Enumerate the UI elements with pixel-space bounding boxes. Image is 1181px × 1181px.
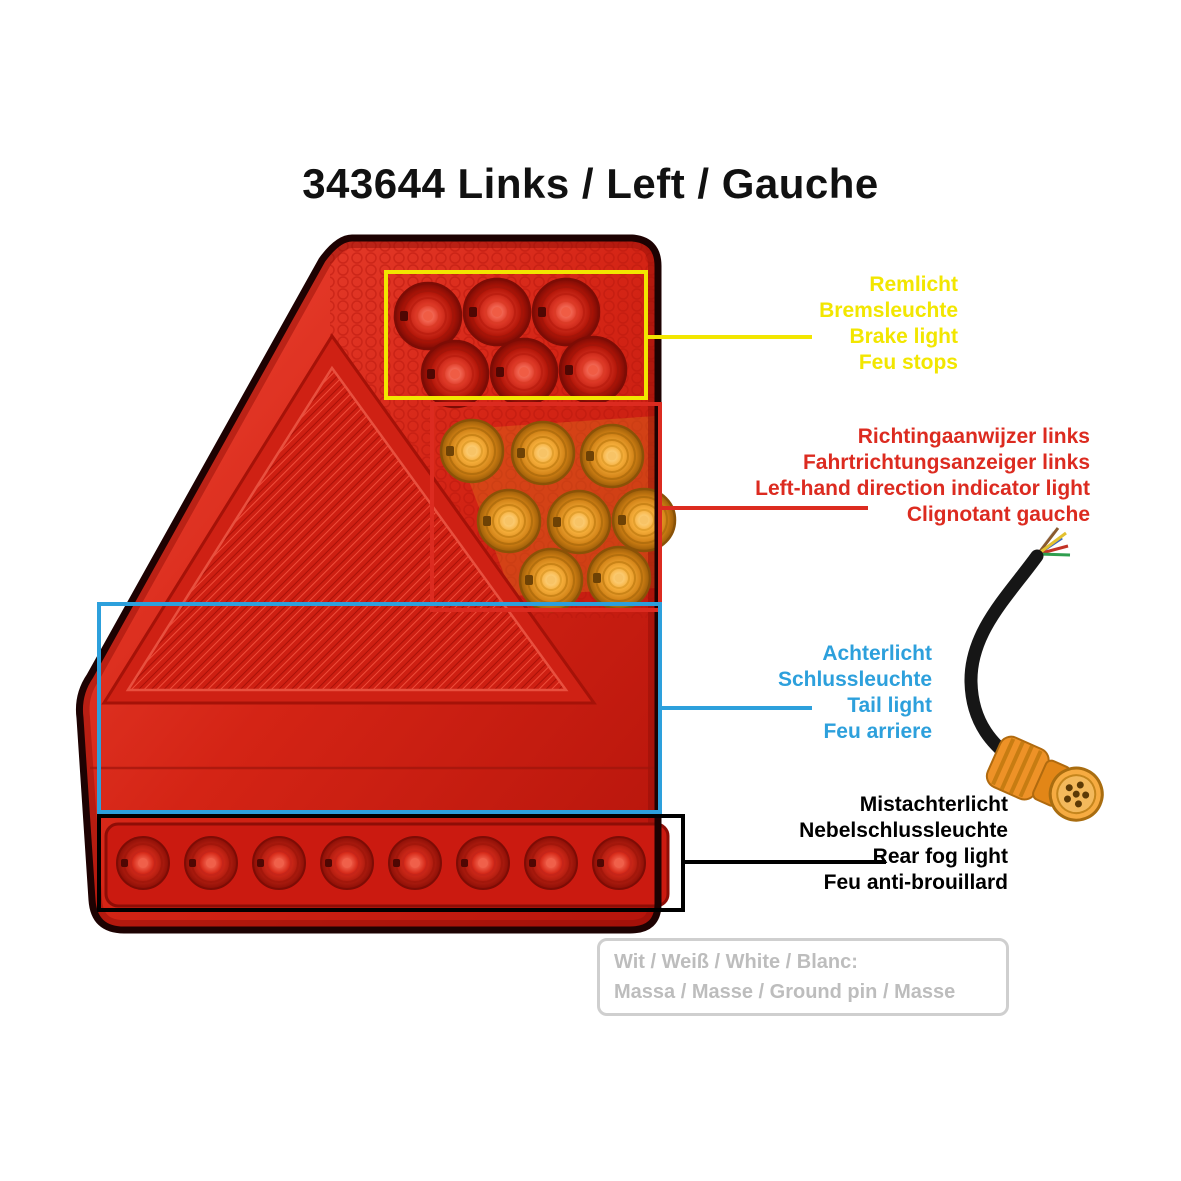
label-line: Feu anti-brouillard xyxy=(823,871,1008,894)
led xyxy=(116,836,170,890)
label-line: Remlicht xyxy=(869,273,958,296)
connector-plug xyxy=(985,735,1104,822)
led xyxy=(456,836,510,890)
label-line: Left-hand direction indicator light xyxy=(755,477,1090,500)
ground-note-line: Massa / Masse / Ground pin / Masse xyxy=(614,981,956,1003)
led xyxy=(592,836,646,890)
lamp-body xyxy=(76,234,677,934)
led xyxy=(579,423,645,489)
led xyxy=(462,277,532,347)
label-line: Schlussleuchte xyxy=(777,668,932,691)
ground-note-box: Wit / Weiß / White / Blanc: Massa / Mass… xyxy=(597,938,1009,1016)
led xyxy=(558,335,628,405)
indicator-label: Richtingaanwijzer links Fahrtrichtungsan… xyxy=(755,424,1090,528)
label-line: Clignotant gauche xyxy=(906,503,1090,526)
page-title: 343644 Links / Left / Gauche xyxy=(302,160,879,207)
led xyxy=(510,420,576,486)
label-line: Richtingaanwijzer links xyxy=(857,425,1090,448)
label-line: Mistachterlicht xyxy=(859,793,1008,816)
led xyxy=(252,836,306,890)
led xyxy=(518,547,584,613)
led xyxy=(524,836,578,890)
brake-label: Remlicht Bremsleuchte Brake light Feu st… xyxy=(819,272,958,376)
led xyxy=(489,337,559,407)
lamp-outline xyxy=(76,234,662,934)
label-line: Feu arriere xyxy=(823,720,932,743)
led xyxy=(320,836,374,890)
label-line: Tail light xyxy=(847,694,932,717)
fog-label: Mistachterlicht Nebelschlussleuchte Rear… xyxy=(799,792,1008,896)
tail-label: Achterlicht Schlussleuchte Tail light Fe… xyxy=(778,641,932,745)
led xyxy=(611,487,677,553)
label-line: Fahrtrichtungsanzeiger links xyxy=(802,451,1090,474)
cable xyxy=(964,527,1071,769)
brake-led-section xyxy=(393,277,628,409)
label-line: Rear fog light xyxy=(872,845,1008,868)
ground-note-line: Wit / Weiß / White / Blanc: xyxy=(614,951,858,973)
label-line: Brake light xyxy=(849,325,958,348)
label-line: Nebelschlussleuchte xyxy=(799,819,1008,842)
label-line: Bremsleuchte xyxy=(819,299,958,322)
led xyxy=(586,545,652,611)
fog-led-strip xyxy=(104,822,670,908)
led xyxy=(439,418,505,484)
led xyxy=(546,489,612,555)
led xyxy=(184,836,238,890)
label-line: Achterlicht xyxy=(822,642,932,665)
led xyxy=(531,277,601,347)
led xyxy=(393,281,463,351)
led xyxy=(476,488,542,554)
led xyxy=(388,836,442,890)
label-line: Feu stops xyxy=(858,351,958,374)
